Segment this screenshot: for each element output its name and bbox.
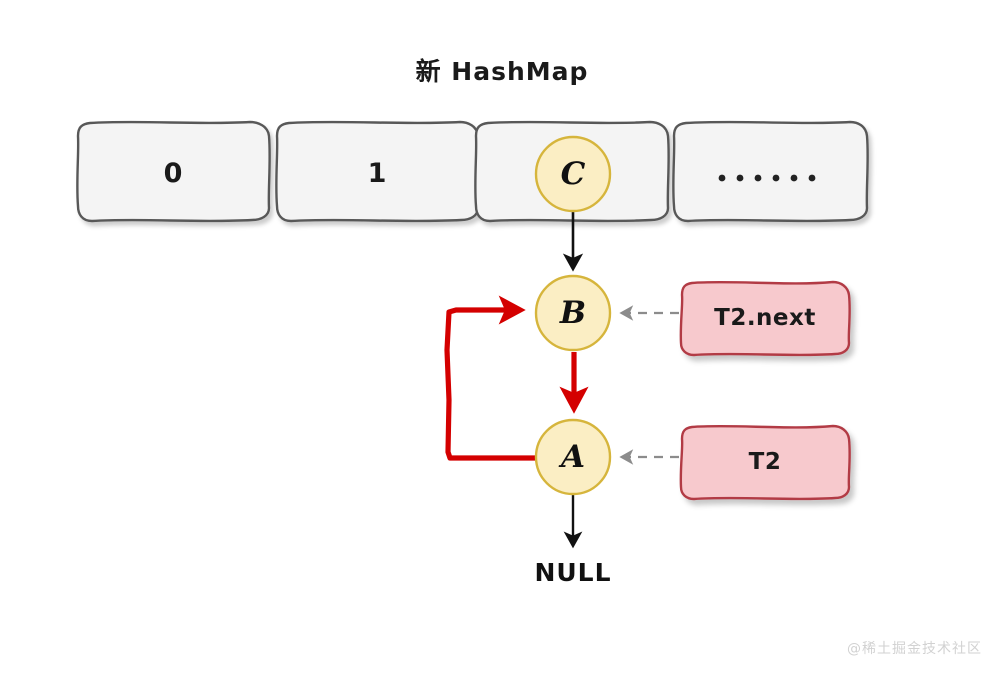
node-b-label: B <box>559 295 587 331</box>
tag-t2-next-box[interactable] <box>679 280 851 357</box>
bucket-cell-1-label: 1 <box>367 158 388 189</box>
node-a-label: A <box>560 439 586 475</box>
bucket-cell-3-dots <box>718 174 816 182</box>
node-b-circle[interactable] <box>534 274 612 352</box>
node-c-label: C <box>560 156 586 192</box>
tag-t2-next-label: T2.next <box>714 305 816 331</box>
null-terminator-label: NULL <box>534 558 612 587</box>
reference-tags <box>679 280 851 501</box>
bucket-cell-0[interactable] <box>76 120 271 223</box>
page-title: 新 HashMap <box>415 57 589 86</box>
bucket-cell-0-label: 0 <box>163 158 184 189</box>
tag-t2-box[interactable] <box>679 424 851 501</box>
node-a-circle[interactable] <box>534 418 612 496</box>
linked-list-nodes <box>534 135 612 496</box>
tag-t2-label: T2 <box>748 449 782 475</box>
node-c-circle[interactable] <box>534 135 612 213</box>
bucket-cell-3[interactable] <box>672 120 869 223</box>
watermark: @稀土掘金技术社区 <box>847 641 982 657</box>
edge-a-to-b-loop <box>444 295 538 461</box>
bucket-cell-1[interactable] <box>275 120 480 223</box>
